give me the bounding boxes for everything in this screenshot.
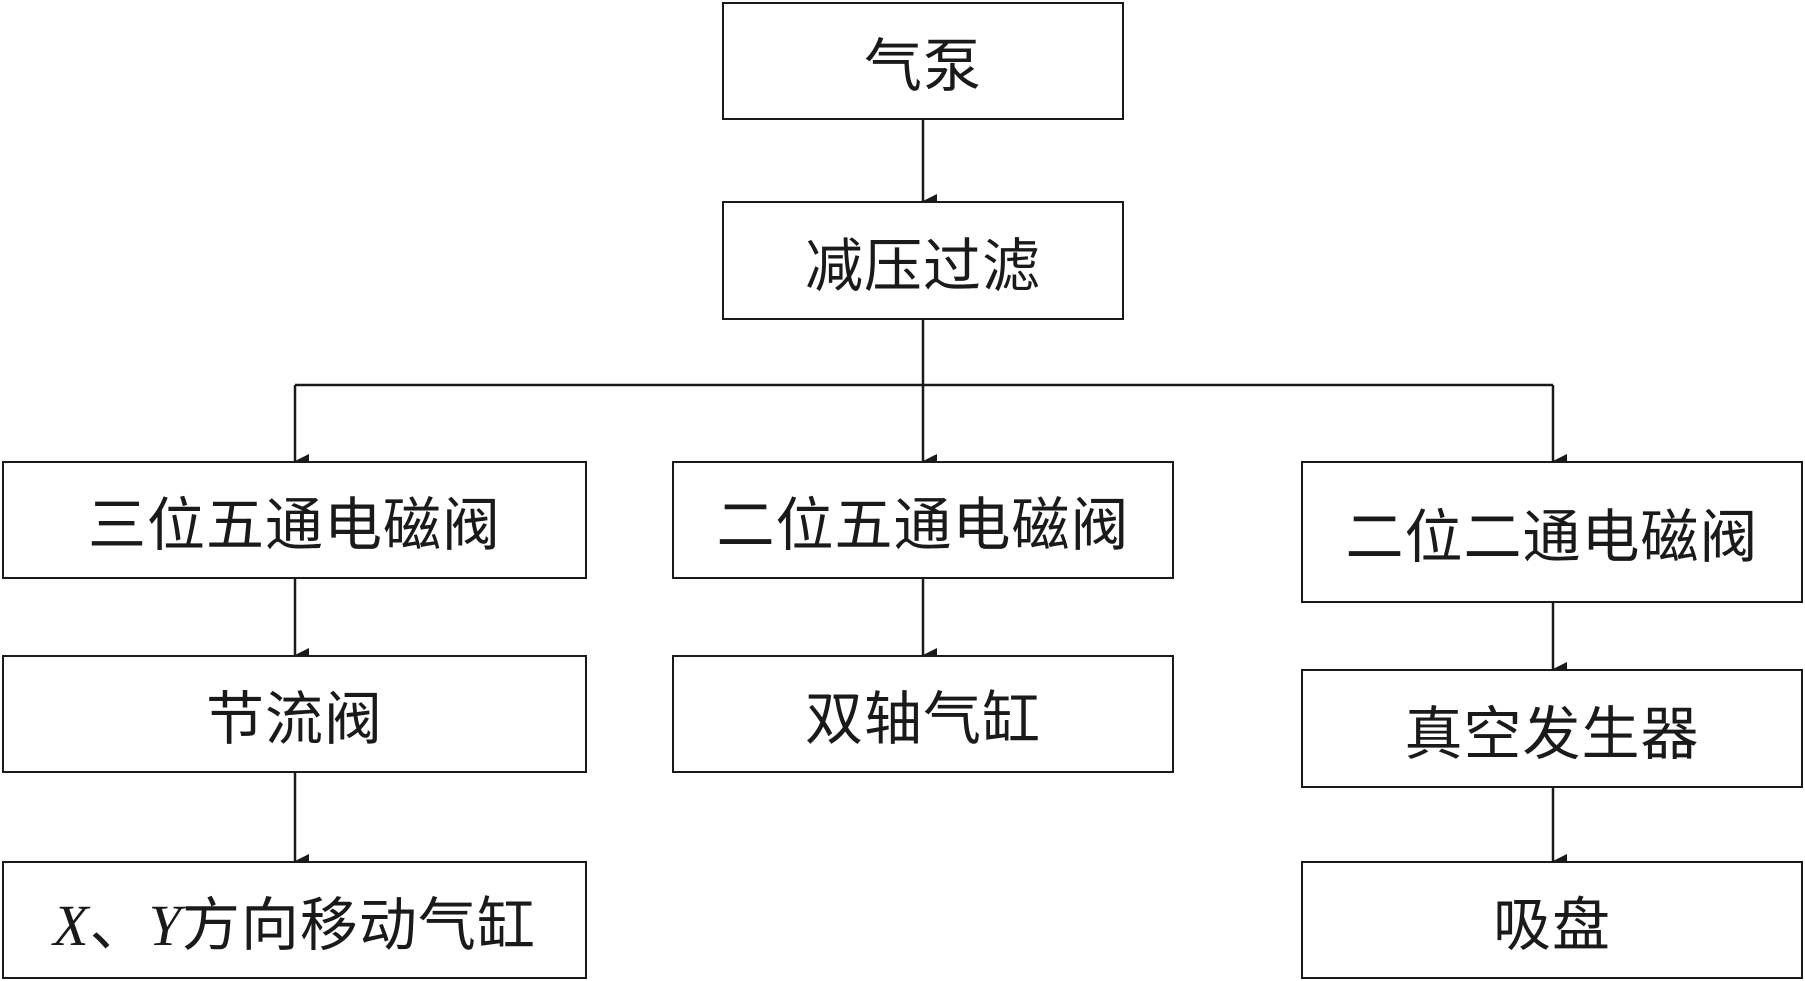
node-xy-cyl: X、Y方向移动气缸 <box>2 861 587 979</box>
node-filter-label: 减压过滤 <box>804 231 1041 300</box>
node-valve-2p2-label: 二位二通电磁阀 <box>1345 503 1759 571</box>
x-axis-letter: X <box>53 893 90 958</box>
y-axis-letter: Y <box>148 893 182 958</box>
node-throttle-label: 节流阀 <box>205 685 383 753</box>
node-xy-cyl-label: X、Y方向移动气缸 <box>53 878 536 962</box>
node-throttle: 节流阀 <box>2 655 587 773</box>
node-vacuum: 真空发生器 <box>1301 669 1803 788</box>
node-pump-label: 气泵 <box>863 32 982 100</box>
node-valve-3p5-label: 三位五通电磁阀 <box>87 491 501 559</box>
node-vacuum-label: 真空发生器 <box>1404 699 1700 768</box>
node-valve-2p5-label: 二位五通电磁阀 <box>716 491 1130 559</box>
node-valve-2p5: 二位五通电磁阀 <box>672 461 1174 579</box>
node-sucker-label: 吸盘 <box>1492 891 1611 959</box>
node-filter: 减压过滤 <box>722 201 1124 320</box>
node-valve-3p5: 三位五通电磁阀 <box>2 461 587 579</box>
node-sucker: 吸盘 <box>1301 861 1803 979</box>
node-dual-cyl-label: 双轴气缸 <box>804 685 1041 753</box>
node-pump: 气泵 <box>722 2 1124 120</box>
node-dual-cyl: 双轴气缸 <box>672 655 1174 773</box>
xy-cyl-rest: 方向移动气缸 <box>181 891 536 959</box>
node-valve-2p2: 二位二通电磁阀 <box>1301 461 1803 603</box>
separator-mark: 、 <box>89 891 149 959</box>
